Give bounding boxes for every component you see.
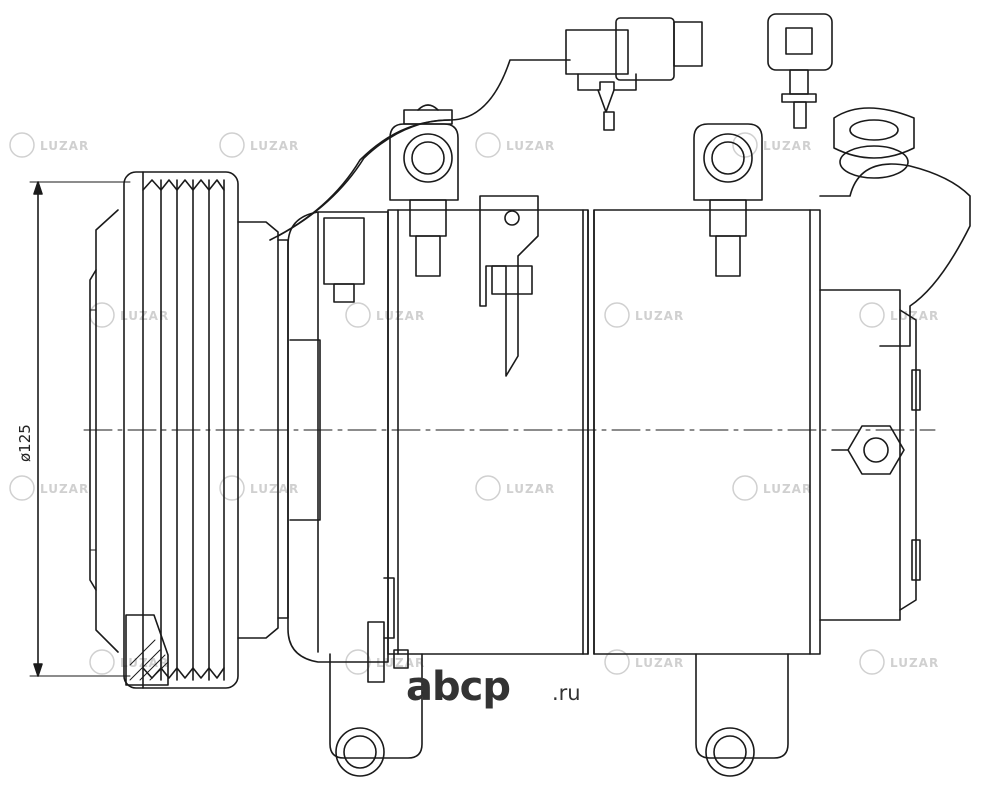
- watermark-tile: LUZAR: [732, 132, 812, 158]
- rear-head: [819, 107, 971, 621]
- watermark-text: LUZAR: [40, 139, 89, 153]
- clutch-plate: [89, 209, 119, 653]
- pressure-sensor: [767, 13, 833, 129]
- watermark-text: LUZAR: [890, 656, 939, 670]
- watermark-text: LUZAR: [635, 309, 684, 323]
- brand-name: abcp: [406, 664, 510, 710]
- watermark-text: LUZAR: [40, 482, 89, 496]
- watermark-tile: LUZAR: [89, 302, 169, 328]
- watermark-tile: LUZAR: [859, 649, 939, 675]
- brand-tld: .ru: [552, 681, 581, 705]
- watermark-text: LUZAR: [250, 482, 299, 496]
- mount-lug-top-right: [693, 123, 763, 277]
- watermark-tile: LUZAR: [9, 475, 89, 501]
- brand-logo: abcp .ru: [406, 664, 581, 710]
- cable-bracket: [479, 195, 539, 377]
- mount-lug-bottom-right: [695, 653, 789, 777]
- hex-plug: [831, 425, 905, 475]
- watermark-tile: LUZAR: [859, 302, 939, 328]
- watermark-text: LUZAR: [763, 482, 812, 496]
- mount-lug-top-left: [389, 104, 459, 277]
- watermark-tile: LUZAR: [345, 302, 425, 328]
- watermark-tile: LUZAR: [475, 132, 555, 158]
- watermark-text: LUZAR: [890, 309, 939, 323]
- watermark-tile: LUZAR: [219, 132, 299, 158]
- watermark-text: LUZAR: [250, 139, 299, 153]
- watermark-tile: LUZAR: [89, 649, 169, 675]
- watermark-text: LUZAR: [120, 309, 169, 323]
- watermark-text: LUZAR: [120, 656, 169, 670]
- watermark-text: LUZAR: [763, 139, 812, 153]
- watermark-tile: LUZAR: [219, 475, 299, 501]
- front-housing: [287, 211, 409, 683]
- sensor-wire: [269, 59, 571, 241]
- compressor-lines: [29, 13, 971, 777]
- watermark-text: LUZAR: [506, 482, 555, 496]
- watermark-layer: LUZAR LUZAR LUZAR LUZAR LUZAR LUZAR LUZA…: [9, 132, 939, 675]
- watermark-text: LUZAR: [506, 139, 555, 153]
- watermark-tile: LUZAR: [9, 132, 89, 158]
- diameter-dimension: [29, 181, 131, 677]
- pulley: [123, 171, 239, 689]
- watermark-text: LUZAR: [376, 309, 425, 323]
- watermark-tile: LUZAR: [604, 302, 684, 328]
- watermark-tile: LUZAR: [475, 475, 555, 501]
- watermark-tile: LUZAR: [604, 649, 684, 675]
- watermark-text: LUZAR: [635, 656, 684, 670]
- wire-connector: [565, 17, 703, 131]
- diameter-label: ø125: [16, 424, 34, 462]
- mount-lug-bottom-left: [329, 653, 423, 777]
- main-body: [387, 209, 821, 655]
- watermark-tile: LUZAR: [732, 475, 812, 501]
